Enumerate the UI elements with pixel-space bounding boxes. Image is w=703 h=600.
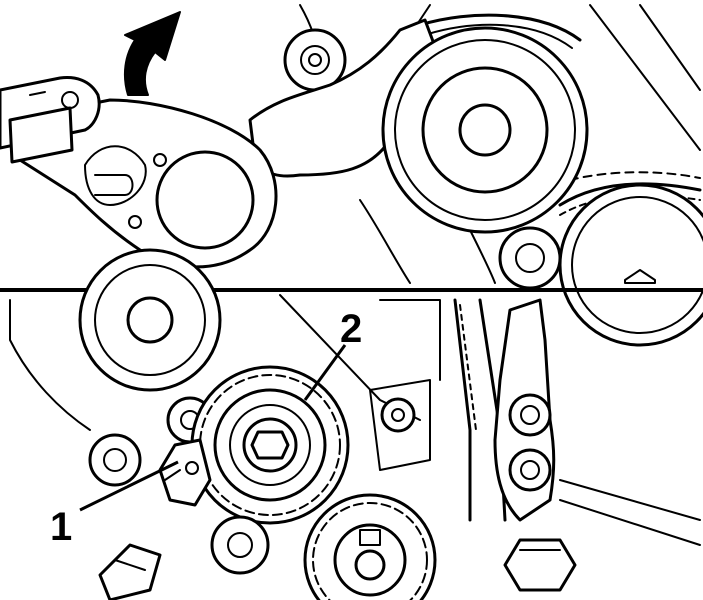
crank-sprocket (303, 493, 437, 600)
tensioner-pulley (190, 365, 350, 525)
curved-arrow-icon (123, 11, 181, 96)
sensor (98, 543, 162, 600)
small-idler-pulley (498, 226, 562, 290)
tensioner-adjust-tab (158, 438, 212, 507)
bottom-panel: 1 2 (9, 248, 701, 600)
hex-nut (503, 538, 577, 592)
leader-line-1 (79, 460, 179, 512)
callout-label-1: 1 (50, 505, 72, 549)
leader-line-2 (303, 344, 347, 401)
lower-bolt (210, 515, 270, 575)
upper-left-pulley (78, 248, 222, 392)
tensioner-arm (18, 98, 278, 269)
right-small-bolt (380, 397, 416, 433)
left-bolt (88, 433, 142, 487)
wrench-tool (0, 76, 101, 164)
top-panel (0, 4, 703, 347)
callout-label-2: 2 (340, 307, 362, 351)
lower-right-pulley (558, 183, 703, 347)
main-pulley (381, 26, 589, 234)
right-bracket (493, 298, 556, 522)
